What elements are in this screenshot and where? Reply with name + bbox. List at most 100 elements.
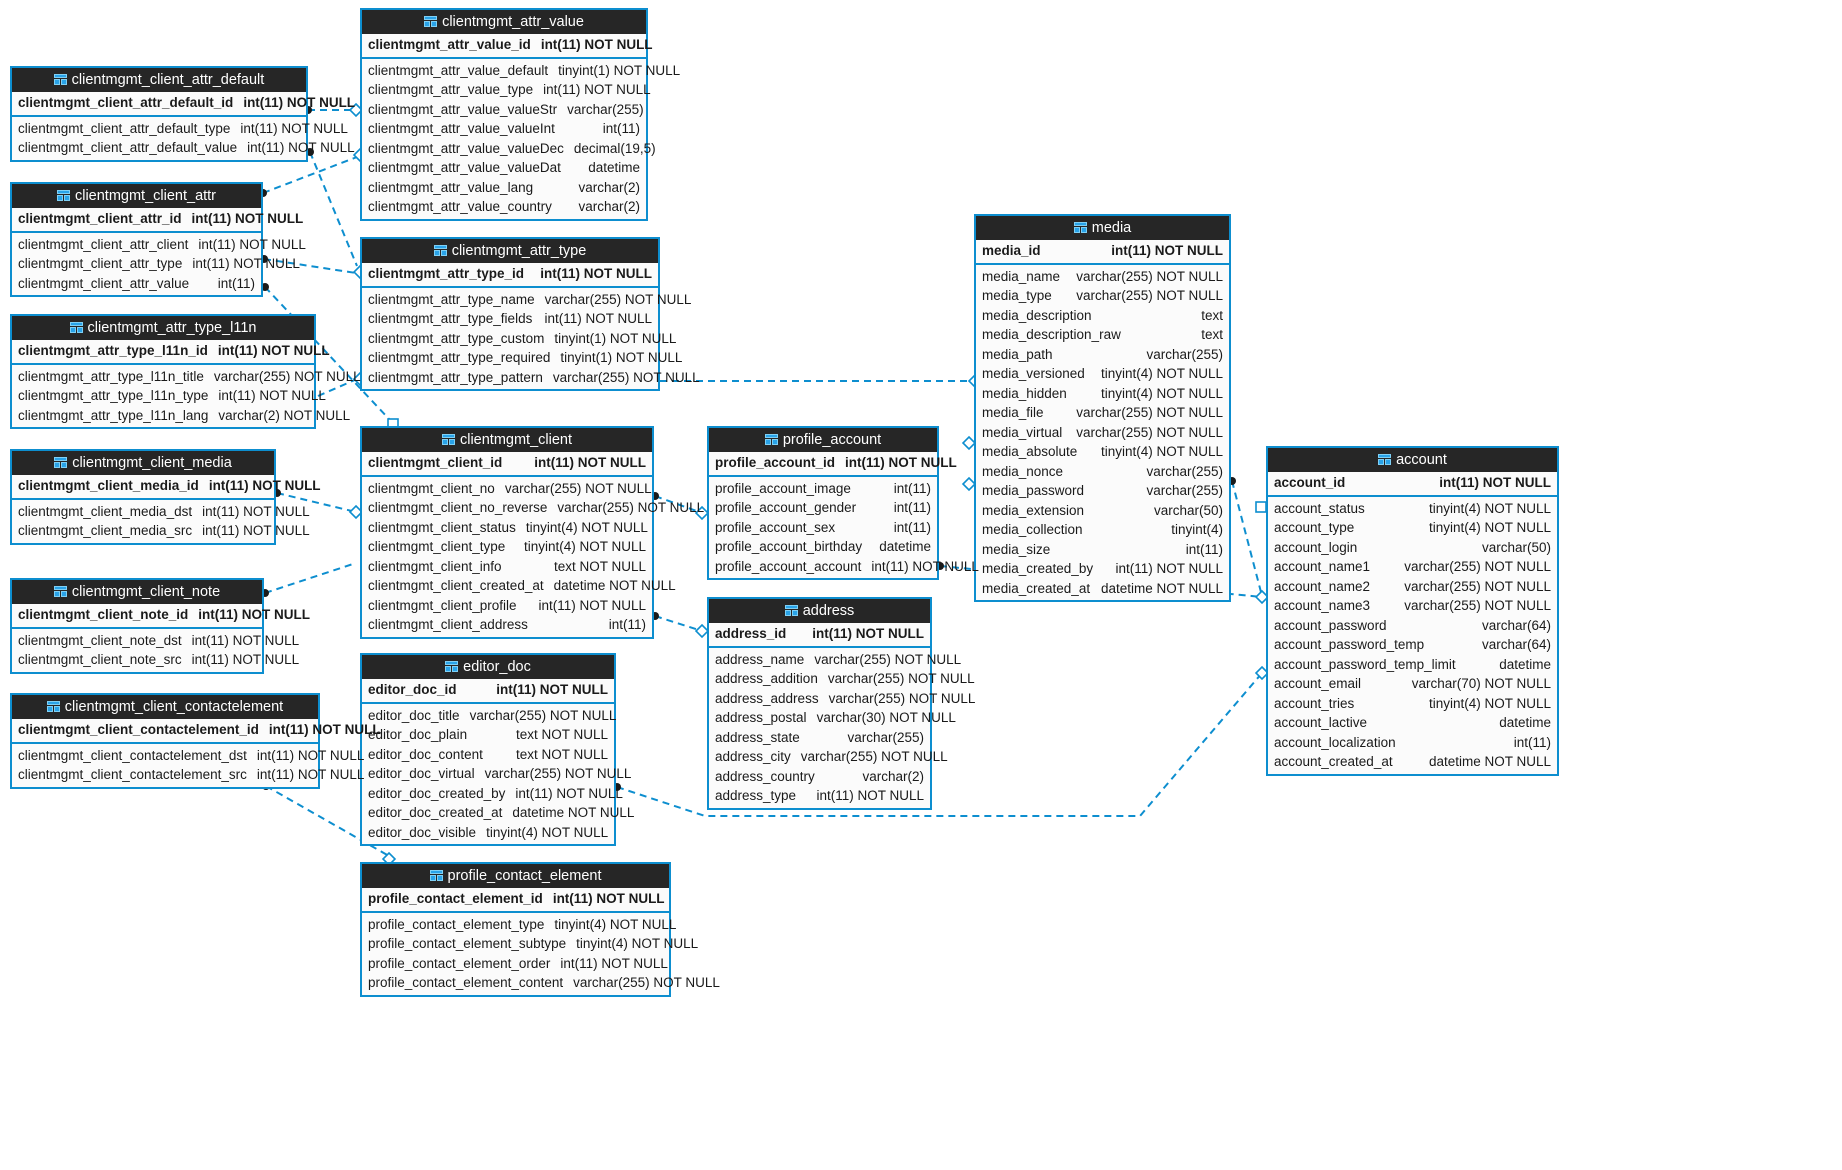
table-header[interactable]: clientmgmt_client_note: [12, 580, 262, 604]
field-name: media_versioned: [982, 366, 1085, 381]
field-name: clientmgmt_client_type: [368, 539, 506, 554]
field-name: clientmgmt_attr_value_valueDec: [368, 140, 564, 156]
field-type: varchar(64): [1481, 617, 1551, 633]
field-type: int(11) NOT NULL: [268, 722, 381, 737]
field-name: media_path: [982, 346, 1053, 362]
field-name: profile_account_image: [715, 480, 851, 496]
table-header[interactable]: clientmgmt_attr_type_l11n: [12, 316, 314, 340]
field-type: varchar(255): [847, 729, 924, 745]
field-name: account_password_temp_limit: [1274, 656, 1456, 672]
table-header[interactable]: account: [1268, 448, 1557, 472]
table-clientmgmt_client_media[interactable]: clientmgmt_client_media clientmgmt_client…: [10, 449, 321, 545]
field-name: editor_doc_id: [368, 682, 457, 697]
field-type: int(11) NOT NULL: [198, 607, 311, 622]
field-list: clientmgmt_client_media_dst int(11) NOT N…: [12, 500, 310, 543]
table-header[interactable]: clientmgmt_client_contactelement: [12, 695, 318, 719]
table-header[interactable]: clientmgmt_client: [362, 428, 652, 452]
field-type: text NOT NULL: [515, 746, 608, 762]
field-type: int(11) NOT NULL: [198, 236, 306, 252]
field-type: int(11): [1185, 541, 1223, 557]
table-clientmgmt_attr_value[interactable]: clientmgmt_attr_value clientmgmt_attr_val…: [360, 8, 680, 221]
table-header[interactable]: media: [976, 216, 1229, 240]
field-name: clientmgmt_client_attr_default_type: [18, 120, 231, 136]
table-icon: [69, 322, 83, 333]
field-type: int(11) NOT NULL: [256, 767, 365, 782]
field-type: varchar(255) NOT NULL: [814, 651, 962, 667]
field-name: account_type: [1274, 520, 1355, 535]
table-title: profile_account: [782, 432, 882, 448]
table-header[interactable]: clientmgmt_client_attr: [12, 184, 261, 208]
table-header[interactable]: address: [709, 599, 930, 623]
field-name: editor_doc_virtual: [368, 766, 475, 781]
table-clientmgmt_attr_type[interactable]: clientmgmt_attr_type clientmgmt_attr_type…: [360, 237, 700, 391]
table-header[interactable]: clientmgmt_client_attr_default: [12, 68, 306, 92]
field-type: varchar(255) NOT NULL: [1076, 288, 1223, 303]
field-type: tinyint(4) NOT NULL: [523, 539, 646, 554]
field-name: account_login: [1274, 539, 1358, 555]
field-name: account_name3: [1274, 598, 1371, 613]
field-type: tinyint(4) NOT NULL: [554, 916, 677, 932]
table-header[interactable]: clientmgmt_attr_value: [362, 10, 646, 34]
field-type: int(11): [217, 275, 255, 291]
table-header[interactable]: clientmgmt_client_media: [12, 451, 274, 475]
field-type: datetime NOT NULL: [553, 578, 676, 593]
field-name: clientmgmt_client_created_at: [368, 578, 544, 593]
pk-section: editor_doc_id int(11) NOT NULL: [362, 679, 614, 704]
field-type: varchar(255) NOT NULL: [484, 766, 632, 781]
field-type: text: [1201, 327, 1223, 342]
field-type: int(11) NOT NULL: [496, 682, 608, 697]
field-name: address_country: [715, 768, 815, 784]
field-type: int(11) NOT NULL: [202, 503, 310, 519]
field-name: clientmgmt_attr_type_required: [368, 350, 551, 365]
field-type: varchar(255) NOT NULL: [1076, 268, 1223, 284]
field-type: varchar(255) NOT NULL: [1076, 405, 1223, 420]
field-name: clientmgmt_client_media_dst: [18, 503, 193, 519]
field-type: varchar(2) NOT NULL: [218, 407, 351, 423]
table-header[interactable]: clientmgmt_attr_type: [362, 239, 658, 263]
field-type: tinyint(1) NOT NULL: [558, 62, 681, 78]
field-type: tinyint(1) NOT NULL: [554, 330, 677, 346]
field-type: varchar(255) NOT NULL: [828, 690, 976, 706]
field-type: tinyint(4) NOT NULL: [1100, 366, 1223, 381]
field-type: varchar(50): [1481, 539, 1551, 555]
table-header[interactable]: profile_contact_element: [362, 864, 669, 888]
field-name: address_id: [715, 626, 787, 641]
table-clientmgmt_attr_type_l11n[interactable]: clientmgmt_attr_type_l11n clientmgmt_attr…: [10, 314, 361, 429]
table-header[interactable]: profile_account: [709, 428, 937, 452]
field-type: varchar(255) NOT NULL: [800, 749, 948, 764]
field-name: clientmgmt_attr_type_l11n_lang: [18, 407, 209, 423]
field-name: profile_account_sex: [715, 519, 836, 535]
table-header[interactable]: editor_doc: [362, 655, 614, 679]
field-row: clientmgmt_client_media_dst int(11) NOT N…: [12, 502, 310, 522]
